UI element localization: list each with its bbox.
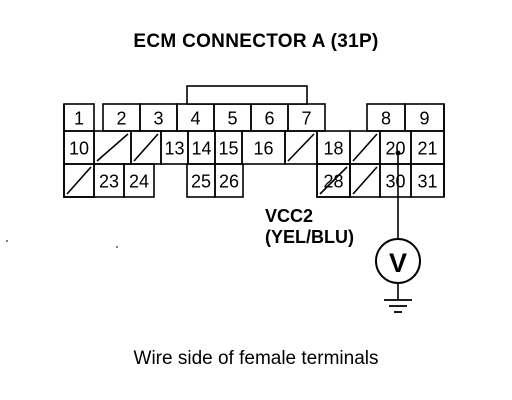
terminal-number: 3 bbox=[153, 109, 163, 129]
terminal-number: 15 bbox=[218, 139, 238, 159]
connector-title: ECM CONNECTOR A (31P) bbox=[133, 31, 379, 52]
terminal-number: 4 bbox=[190, 109, 200, 129]
terminal-number: 2 bbox=[116, 109, 126, 129]
terminal-number: 18 bbox=[323, 139, 343, 159]
terminal-number: 25 bbox=[191, 172, 211, 192]
terminal-number: 1 bbox=[74, 109, 84, 129]
probe-contact-dot bbox=[395, 150, 401, 156]
terminal-cell bbox=[214, 163, 244, 198]
terminal-number: 10 bbox=[69, 139, 89, 159]
ground-icon bbox=[384, 299, 412, 313]
empty-cavity-slash bbox=[352, 133, 378, 162]
terminal-number: 8 bbox=[381, 109, 391, 129]
connector-lock-tab bbox=[186, 85, 308, 105]
terminal-number: 6 bbox=[264, 109, 274, 129]
terminal-number: 16 bbox=[253, 139, 273, 159]
empty-cavity-slash bbox=[133, 133, 159, 162]
terminal-number: 20 bbox=[385, 139, 405, 159]
terminal-number: 14 bbox=[191, 139, 211, 159]
probe-label-wire-color: (YEL/BLU) bbox=[265, 227, 354, 247]
terminal-number: 31 bbox=[417, 172, 437, 192]
terminal-cell bbox=[123, 163, 155, 198]
terminal-number: 13 bbox=[164, 139, 184, 159]
terminal-number: 9 bbox=[419, 109, 429, 129]
terminal-number: 7 bbox=[301, 109, 311, 129]
empty-cavity-slash bbox=[287, 133, 315, 162]
empty-cavity-slash bbox=[352, 166, 378, 195]
terminal-number: 24 bbox=[129, 172, 149, 192]
connector-outline bbox=[63, 104, 445, 198]
empty-cavity-slash bbox=[96, 133, 129, 162]
terminal-number: 21 bbox=[417, 139, 437, 159]
diagram-caption: Wire side of female terminals bbox=[133, 348, 379, 369]
voltmeter-symbol: V bbox=[389, 248, 407, 278]
probe-label-vcc2: VCC2 bbox=[265, 206, 313, 226]
terminal-number: 26 bbox=[219, 172, 239, 192]
empty-cavity-slash bbox=[66, 166, 92, 195]
terminal-number: 23 bbox=[99, 172, 119, 192]
terminal-number: 28 bbox=[323, 172, 343, 192]
empty-cavity-slash bbox=[319, 166, 348, 195]
terminal-number: 5 bbox=[227, 109, 237, 129]
terminal-number: 30 bbox=[385, 172, 405, 192]
